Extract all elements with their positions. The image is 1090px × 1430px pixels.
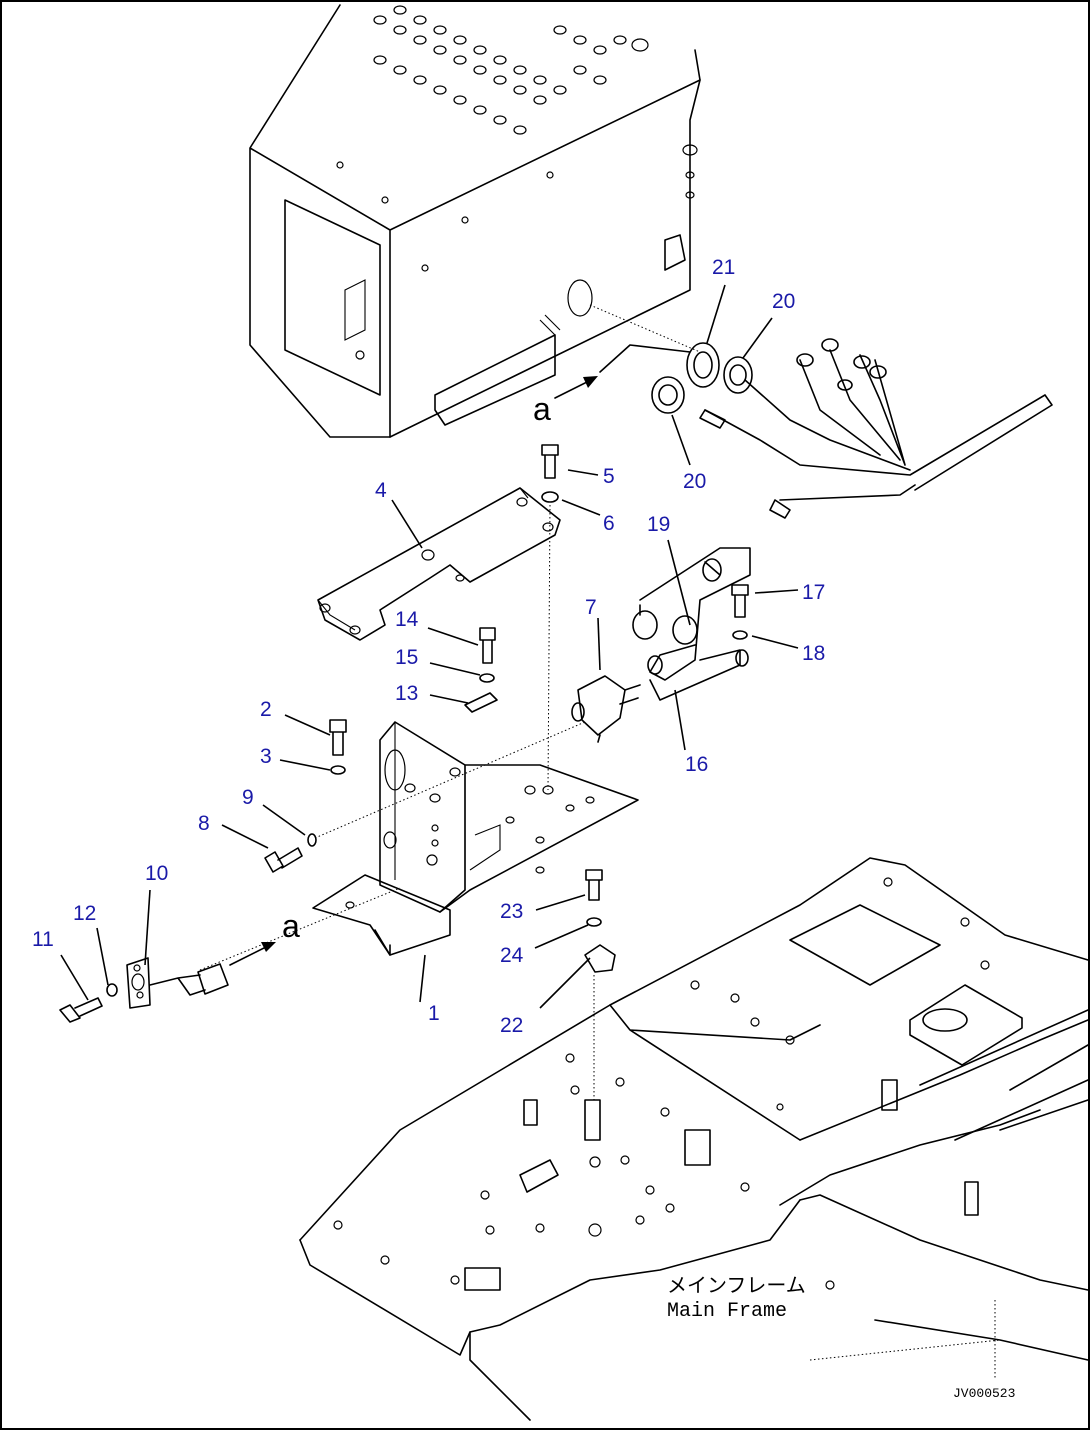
connection-mark-a-top: a	[533, 391, 551, 427]
bolt-5-drawing	[541, 444, 559, 791]
callout-5: 5	[603, 465, 615, 488]
electrical-box-drawing	[249, 4, 701, 438]
bolt-8-drawing	[264, 721, 586, 873]
callout-18: 18	[802, 642, 825, 665]
bolt-2-drawing	[329, 719, 347, 775]
drawing-code: JV000523	[953, 1386, 1015, 1401]
callout-7: 7	[585, 596, 597, 619]
main-frame-label-japanese: メインフレーム	[667, 1275, 806, 1299]
callout-14: 14	[395, 608, 419, 631]
main-frame-drawing	[299, 857, 1089, 1421]
callout-8: 8	[198, 812, 210, 835]
callout-24: 24	[500, 944, 524, 967]
callout-2: 2	[260, 698, 272, 721]
callout-9: 9	[242, 786, 254, 809]
callout-leaders	[60, 284, 799, 1009]
callout-10: 10	[145, 862, 168, 885]
bolt-23-drawing	[584, 869, 616, 1100]
callout-4: 4	[375, 479, 387, 502]
callout-1: 1	[428, 1002, 440, 1025]
callout-22: 22	[500, 1014, 523, 1037]
callout-3: 3	[260, 745, 272, 768]
callout-20-lower: 20	[683, 470, 706, 493]
callout-20-upper: 20	[772, 290, 795, 313]
callout-17: 17	[802, 581, 825, 604]
callout-23: 23	[500, 900, 523, 923]
callout-21: 21	[712, 256, 735, 279]
callout-15: 15	[395, 646, 418, 669]
switch-7-drawing	[571, 655, 663, 743]
callout-labels: 1 2 3 4 5 6 7 8 9 10 11 12 13 14 15 16 1…	[32, 256, 825, 1037]
sensor-10-drawing	[59, 887, 401, 1023]
connection-mark-a-lower: a	[282, 908, 300, 944]
callout-6: 6	[603, 512, 615, 535]
callout-16: 16	[685, 753, 708, 776]
grommet-drawings	[651, 342, 753, 414]
connection-arrow-lower	[229, 942, 276, 966]
wiring-harness-top	[699, 338, 1053, 519]
hose-assembly-drawing	[632, 547, 751, 701]
bolt-17-drawing	[731, 584, 749, 640]
callout-11: 11	[32, 928, 54, 951]
bracket-4-drawing	[317, 487, 561, 641]
main-frame-label-english: Main Frame	[667, 1300, 787, 1323]
callout-13: 13	[395, 682, 418, 705]
bolt-14-drawing	[464, 627, 498, 713]
connection-arrow-top	[554, 344, 691, 399]
callout-12: 12	[73, 902, 96, 925]
callout-19: 19	[647, 513, 670, 536]
bracket-1-drawing	[312, 721, 639, 956]
